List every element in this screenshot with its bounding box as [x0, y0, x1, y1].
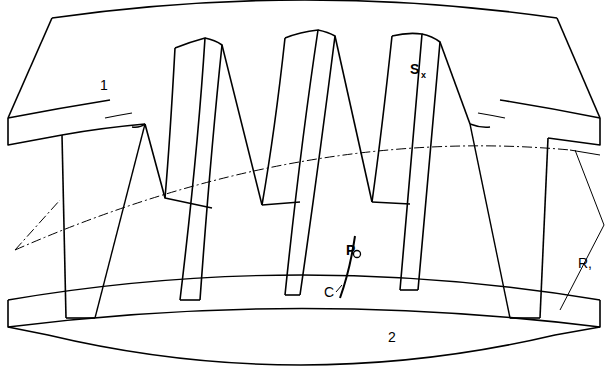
surface-subscript: x [421, 71, 426, 80]
part-number: 2 [388, 330, 396, 344]
curve-label: C [324, 285, 334, 299]
radius-label: R, [578, 256, 592, 270]
part-number: 1 [100, 78, 108, 92]
point-label: P [346, 243, 355, 257]
surface-symbol: S [410, 62, 419, 76]
